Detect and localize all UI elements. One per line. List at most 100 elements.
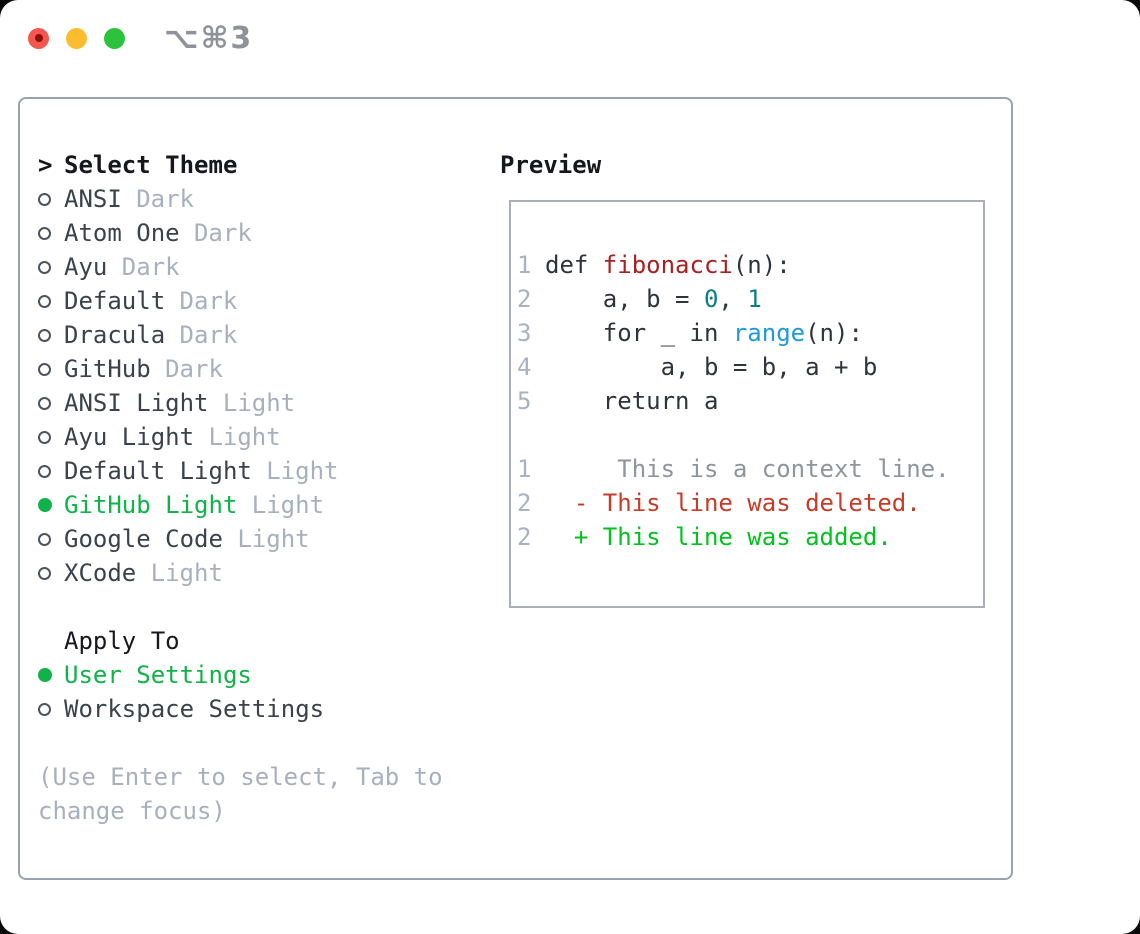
theme-option[interactable]: Dracula Dark [38, 318, 443, 352]
theme-name: Ayu Light [64, 423, 195, 451]
radio-icon [38, 192, 51, 206]
code-text: + This line was added. [545, 523, 892, 551]
theme-name: Google Code [64, 525, 223, 553]
radio-slot [38, 260, 64, 274]
theme-variant-tag: Light [266, 457, 339, 485]
theme-variant-tag: Dark [136, 185, 194, 213]
preview-code-line: 1 This is a context line. [517, 452, 983, 486]
theme-option[interactable]: Default Dark [38, 284, 443, 318]
theme-variant-tag: Light [208, 423, 281, 451]
line-number: 1 [517, 251, 532, 279]
radio-icon [38, 532, 51, 546]
radio-slot [38, 430, 64, 444]
code-text: def fibonacci(n): [545, 251, 791, 279]
preview-box: 1 def fibonacci(n): 2 a, b = 0, 1 3 for _ i… [509, 200, 985, 608]
theme-variant-tag: Light [150, 559, 223, 587]
spacer [38, 590, 443, 624]
code-text: for _ in range(n): [545, 319, 863, 347]
hint-text-line-2: change focus) [38, 797, 226, 825]
preview-code-line: 5 return a [517, 384, 983, 418]
line-number: 5 [517, 387, 532, 415]
radio-slot [38, 464, 64, 478]
radio-icon [38, 328, 51, 342]
radio-icon [38, 226, 51, 240]
radio-icon [38, 396, 51, 410]
radio-slot [38, 226, 64, 240]
theme-option[interactable]: GitHub Dark [38, 352, 443, 386]
apply-to-title: Apply To [64, 627, 180, 655]
line-number: 4 [517, 353, 532, 381]
radio-selected-icon [38, 498, 52, 512]
code-text: a, b = 0, 1 [545, 285, 762, 313]
apply-option-label: Workspace Settings [64, 695, 325, 723]
theme-name: Atom One [64, 219, 180, 247]
select-theme-title: Select Theme [64, 151, 238, 179]
theme-name: Default [64, 287, 166, 315]
theme-option[interactable]: Google Code Light [38, 522, 443, 556]
code-text: This is a context line. [545, 455, 950, 483]
theme-variant-tag: Light [237, 525, 310, 553]
theme-name: ANSI Light [64, 389, 209, 417]
theme-option[interactable]: ANSI Dark [38, 182, 443, 216]
theme-variant-tag: Dark [193, 219, 252, 247]
theme-name: GitHub [64, 355, 151, 383]
spacer [38, 726, 443, 760]
radio-slot [38, 362, 64, 376]
hint-text-line-1: (Use Enter to select, Tab to [38, 763, 443, 791]
preview-column: Preview 1 def fibonacci(n): 2 a, b = 0, 1 3… [500, 148, 985, 608]
preview-code-line: 2 + This line was added. [517, 520, 983, 554]
theme-variant-tag: Dark [179, 287, 238, 315]
apply-option[interactable]: Workspace Settings [38, 692, 443, 726]
prompt-caret: > [38, 151, 53, 179]
close-button[interactable] [28, 27, 49, 49]
radio-selected-icon [38, 668, 52, 682]
select-theme-header: > Select Theme [38, 148, 443, 182]
apply-to-header: Apply To [38, 624, 443, 658]
radio-slot [38, 498, 64, 512]
zoom-button[interactable] [104, 27, 125, 49]
radio-slot [38, 328, 64, 342]
theme-name: ANSI [64, 185, 122, 213]
apply-option-label: User Settings [64, 661, 252, 689]
theme-name: Ayu [64, 253, 108, 281]
theme-option[interactable]: Ayu Light Light [38, 420, 443, 454]
theme-option[interactable]: ANSI Light Light [38, 386, 443, 420]
theme-name: Dracula [64, 321, 166, 349]
preview-title: Preview [500, 151, 602, 179]
titlebar: ⌥⌘3 [0, 0, 1140, 76]
theme-variant-tag: Light [222, 389, 296, 417]
radio-slot [38, 566, 64, 580]
line-number: 2 [517, 489, 532, 517]
preview-blank-line [517, 418, 983, 452]
radio-icon [38, 566, 51, 580]
minimize-button[interactable] [66, 27, 87, 49]
code-text: - This line was deleted. [545, 489, 921, 517]
theme-variant-tag: Dark [179, 321, 238, 349]
line-number: 3 [517, 319, 532, 347]
apply-option[interactable]: User Settings [38, 658, 443, 692]
code-text: return a [545, 387, 719, 415]
preview-code-line: 2 a, b = 0, 1 [517, 282, 983, 316]
line-number: 1 [517, 455, 532, 483]
theme-option[interactable]: Default Light Light [38, 454, 443, 488]
theme-option[interactable]: Atom One Dark [38, 216, 443, 250]
radio-slot [38, 192, 64, 206]
theme-name: Default Light [64, 457, 252, 485]
line-number: 2 [517, 523, 532, 551]
recording-dot-icon [34, 34, 43, 42]
radio-slot [38, 702, 64, 716]
theme-variant-tag: Dark [165, 355, 223, 383]
preview-code-line: 4 a, b = b, a + b [517, 350, 983, 384]
radio-icon [38, 464, 51, 478]
radio-icon [38, 294, 51, 308]
code-text: a, b = b, a + b [545, 353, 878, 381]
preview-code-line: 1 def fibonacci(n): [517, 248, 983, 282]
radio-slot [38, 294, 64, 308]
